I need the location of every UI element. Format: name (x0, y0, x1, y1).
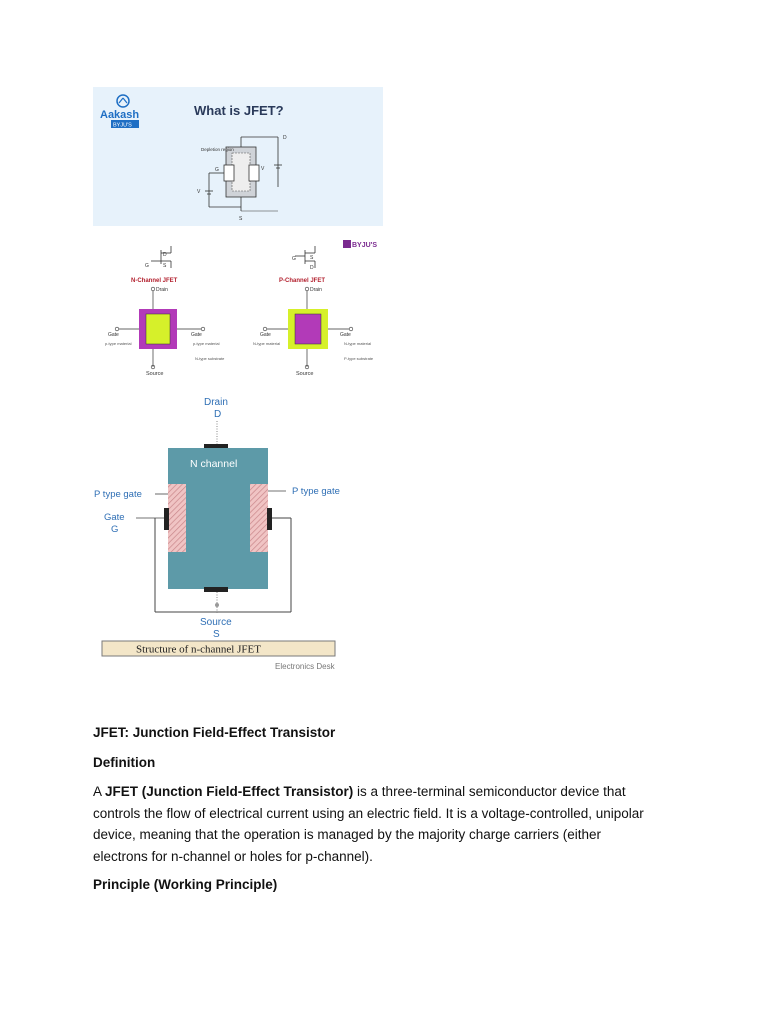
figure-title: What is JFET? (194, 103, 284, 118)
label-vgs: V (197, 189, 201, 195)
n-channel-structure-diagram: Drain D N channel P type gate P type gat… (94, 397, 340, 671)
figure-what-is-jfet: Aakash BYJU'S What is JFET? Depletion re… (93, 87, 383, 226)
p-material-right: N-type material (344, 341, 371, 346)
source-label: Source (200, 617, 232, 628)
aakash-logo: Aakash BYJU'S (100, 94, 139, 129)
source-letter: S (213, 629, 220, 640)
label-g: G (215, 167, 219, 173)
label-vds: V (261, 166, 265, 172)
n-material-right: p-type material (193, 341, 220, 346)
p-source: Source (296, 371, 313, 377)
gate-letter: G (111, 524, 118, 535)
p-gate-left: Gate (260, 332, 271, 338)
n-channel-symbol (151, 246, 172, 268)
document-heading: JFET: Junction Field-Effect Transistor (93, 725, 336, 740)
label-d: D (283, 135, 287, 141)
n-p-channel-diagram: BYJU'S G D S G S D N-Channel JFET Drain (105, 240, 377, 377)
p-symbol-g: G (292, 256, 296, 262)
p-drain: Drain (310, 287, 322, 293)
byjus-logo: BYJU'S (343, 240, 377, 249)
jfet-overview-diagram: Aakash BYJU'S What is JFET? Depletion re… (93, 87, 383, 226)
n-material-left: p-type material (105, 341, 132, 346)
para-bold-term: JFET (Junction Field-Effect Transistor) (105, 784, 354, 799)
channel-label: N channel (190, 458, 237, 470)
figure-n-p-channel-jfet: BYJU'S G D S G S D N-Channel JFET Drain (93, 234, 383, 380)
caption-text: Structure of n-channel JFET (136, 644, 261, 656)
drain-letter: D (214, 409, 221, 420)
para-lead: A (93, 784, 106, 799)
para-body: is a three-terminal semiconductor device… (93, 784, 644, 864)
definition-paragraph: A JFET (Junction Field-Effect Transistor… (93, 781, 653, 867)
drain-label: Drain (204, 397, 228, 408)
n-drain: Drain (156, 287, 168, 293)
n-bottom-note: N-type substrate (195, 356, 225, 361)
p-channel-title: P-Channel JFET (279, 278, 325, 284)
byjus-brand: BYJU'S (352, 242, 377, 249)
figure-n-channel-structure: Drain D N channel P type gate P type gat… (80, 388, 370, 678)
caption-box (101, 640, 336, 657)
n-channel-title: N-Channel JFET (131, 278, 178, 284)
gate-label: Gate (104, 512, 125, 523)
principle-heading: Principle (Working Principle) (93, 877, 278, 892)
brand-sub: BYJU'S (113, 123, 132, 129)
n-gate-right: Gate (191, 332, 202, 338)
credit-text: Electronics Desk (275, 662, 336, 671)
p-gate-right: Gate (340, 332, 351, 338)
label-depletion: Depletion region (201, 147, 234, 152)
p-channel-symbol (295, 246, 316, 268)
n-symbol-d: D (163, 252, 167, 258)
p-symbol-d: D (310, 265, 314, 271)
p-material-left: N-type material (253, 341, 280, 346)
n-symbol-g: G (145, 263, 149, 269)
p-gate-right-label: P type gate (292, 486, 340, 497)
brand-name: Aakash (100, 109, 139, 121)
n-source: Source (146, 371, 163, 377)
definition-heading: Definition (93, 755, 156, 770)
label-s: S (239, 216, 243, 222)
p-gate-left-label: P type gate (94, 489, 142, 500)
n-gate-left: Gate (108, 332, 119, 338)
n-symbol-s: S (163, 263, 167, 269)
p-symbol-s: S (310, 255, 314, 261)
p-bottom-note: P-type substrate (344, 356, 374, 361)
